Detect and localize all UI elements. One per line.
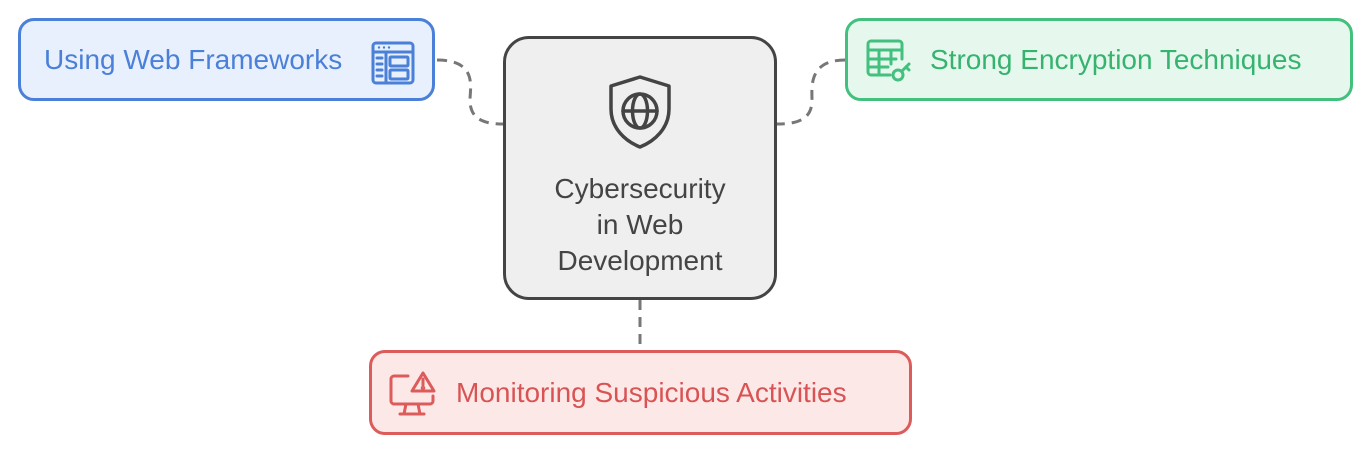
node-label: Strong Encryption Techniques [930,43,1302,75]
center-title-line: Development [557,245,723,276]
node-label: Monitoring Suspicious Activities [456,376,847,408]
center-title-line: Cybersecurity [554,173,726,204]
node-strong-encryption-techniques: Strong Encryption Techniques [845,18,1353,101]
node-using-web-frameworks: Using Web Frameworks [18,18,435,101]
shield-globe-icon [603,73,677,151]
node-center-cybersecurity: Cybersecurity in Web Development [503,36,777,300]
monitor-alert-icon [388,370,438,420]
connector-encryption [776,58,846,126]
node-label: Using Web Frameworks [44,43,343,75]
encrypted-table-icon [864,37,914,87]
center-title: Cybersecurity in Web Development [554,171,725,279]
connector-frameworks [436,58,504,126]
node-monitoring-suspicious-activities: Monitoring Suspicious Activities [369,350,912,435]
web-layout-icon [369,39,417,87]
center-title-line: in Web [596,209,684,240]
